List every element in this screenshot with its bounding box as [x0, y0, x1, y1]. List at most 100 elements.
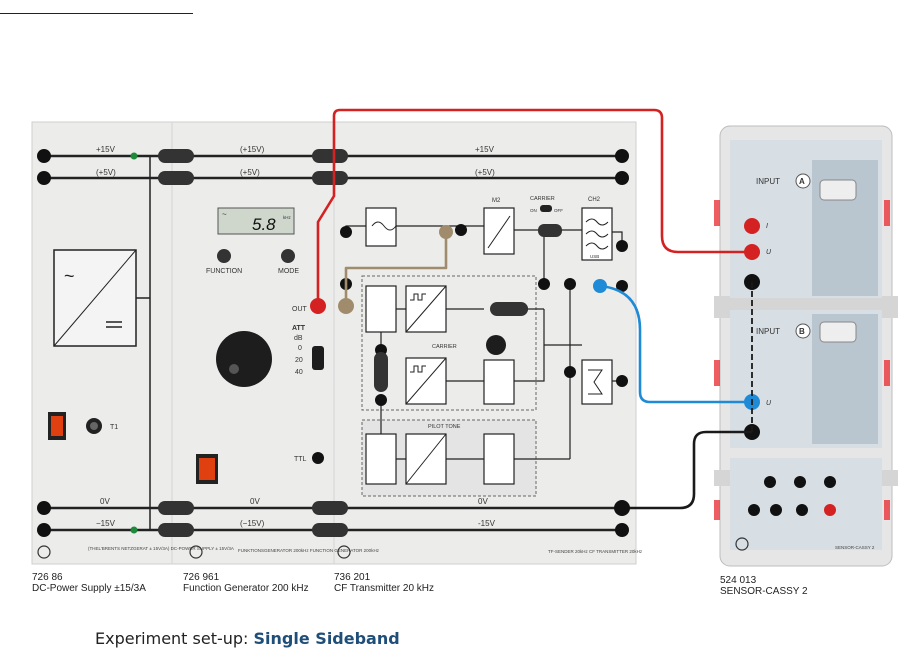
socket[interactable] [455, 224, 467, 236]
lowpass-filter-block [365, 207, 397, 247]
bridge-plug[interactable] [158, 501, 194, 515]
rail-label: +15V [96, 145, 116, 154]
att-value: 0 [298, 345, 302, 352]
att-switch[interactable] [312, 346, 324, 370]
bridge-plug[interactable] [158, 523, 194, 537]
signal-path [543, 230, 582, 346]
psu-footer: (THEL’BRENTS NETZGERAT ± 15V/3A) DC-POWE… [88, 546, 234, 551]
blue-wire[interactable] [599, 284, 752, 404]
rail-label: 0V [250, 497, 260, 506]
blue-plug[interactable] [593, 279, 607, 293]
socket[interactable] [615, 149, 629, 163]
bridge-plug[interactable] [312, 501, 348, 515]
mode-button[interactable] [281, 249, 295, 263]
socket[interactable] [37, 171, 51, 185]
socket[interactable] [824, 504, 836, 516]
socket[interactable] [748, 504, 760, 516]
socket[interactable] [615, 171, 629, 185]
socket[interactable] [37, 149, 51, 163]
socket[interactable] [37, 501, 51, 515]
black-wire[interactable] [622, 430, 752, 510]
filter-wave-icon [371, 221, 397, 231]
status-led [884, 500, 890, 520]
socket[interactable] [375, 394, 387, 406]
fg-caption-number: 726 961 [183, 572, 220, 583]
phase-knob[interactable] [486, 335, 506, 355]
socket[interactable] [615, 523, 629, 537]
ld-logo-icon [37, 545, 51, 559]
bridge-plug[interactable] [312, 149, 348, 163]
input-a-current-label: I [766, 223, 768, 230]
socket[interactable] [538, 278, 550, 290]
socket[interactable] [770, 504, 782, 516]
rail-sockets-left[interactable] [37, 149, 629, 537]
carrier-off-label: OFF [554, 208, 563, 213]
bridge-plug[interactable] [312, 171, 348, 185]
function-label: FUNCTION [206, 268, 242, 275]
socket[interactable] [564, 366, 576, 378]
ttl-socket[interactable] [312, 452, 324, 464]
socket[interactable] [794, 476, 806, 488]
bridge-plug[interactable] [158, 149, 194, 163]
status-led [884, 200, 890, 226]
square-wave-icon [410, 293, 426, 301]
title-prefix: Experiment set-up: [95, 629, 254, 648]
carrier-bridge-plug[interactable] [538, 224, 562, 237]
att-value: 40 [295, 369, 303, 376]
frequency-knob[interactable] [216, 331, 272, 387]
rail-label: 0V [478, 497, 488, 506]
red-wire[interactable] [316, 108, 752, 306]
power-supply-module: ~ T1 (THEL’BRENTS NETZGERAT ± 15V/3A) DC… [37, 249, 234, 559]
rail-label: (−15V) [240, 519, 265, 528]
divider-bridge-plug[interactable] [374, 352, 388, 392]
socket[interactable] [616, 375, 628, 387]
input-a-current-socket[interactable] [744, 218, 760, 234]
page-title: Experiment set-up: Single Sideband [95, 629, 400, 648]
ld-logo-icon [735, 537, 749, 551]
tan-plug[interactable] [439, 225, 453, 239]
ac-symbol: ~ [64, 266, 75, 286]
wire-plugs[interactable] [310, 225, 630, 516]
status-led [714, 360, 720, 386]
socket[interactable] [37, 523, 51, 537]
fg-display-unit: kHz [283, 215, 291, 220]
patch-wires[interactable] [316, 108, 753, 510]
out-label: OUT [292, 306, 308, 313]
att-value: 20 [295, 357, 303, 364]
socket[interactable] [796, 504, 808, 516]
rail-label: -15V [478, 519, 496, 528]
function-button[interactable] [217, 249, 231, 263]
socket[interactable] [564, 278, 576, 290]
carrier-bridge-plug[interactable] [490, 302, 528, 316]
input-b-label: INPUT [756, 327, 780, 336]
socket[interactable] [824, 476, 836, 488]
sensor-cassy-module: INPUT A INPUT B I U U [714, 125, 898, 567]
bridge-plugs[interactable] [158, 149, 348, 537]
bridge-plug[interactable] [312, 523, 348, 537]
tan-plug[interactable] [338, 298, 354, 314]
converter-diagonal [405, 357, 447, 405]
sigma-icon [588, 369, 603, 395]
red-plug[interactable] [310, 298, 326, 314]
carrier-switch[interactable] [540, 205, 552, 212]
input-b-badge [795, 323, 811, 339]
socket[interactable] [616, 240, 628, 252]
tan-wire[interactable] [344, 232, 448, 306]
bridge-plug[interactable] [158, 171, 194, 185]
cassy-bottom-sockets[interactable] [748, 476, 836, 516]
sub-d-connector-b[interactable] [819, 321, 857, 343]
carrier-label: CARRIER [530, 196, 555, 202]
rail-label: (+5V) [96, 168, 116, 177]
socket[interactable] [616, 280, 628, 292]
psu-power-switch-lamp [51, 416, 63, 436]
cassy-status-leds [714, 200, 890, 520]
signal-path [380, 332, 570, 460]
converter-diagonal [405, 285, 447, 333]
ttl-label: TTL [294, 456, 307, 463]
converter-diagonal [405, 433, 447, 485]
socket[interactable] [340, 226, 352, 238]
socket[interactable] [764, 476, 776, 488]
sub-d-connector-a[interactable] [819, 179, 857, 201]
black-plug[interactable] [614, 500, 630, 516]
carrier-block-label: CARRIER [432, 344, 457, 350]
